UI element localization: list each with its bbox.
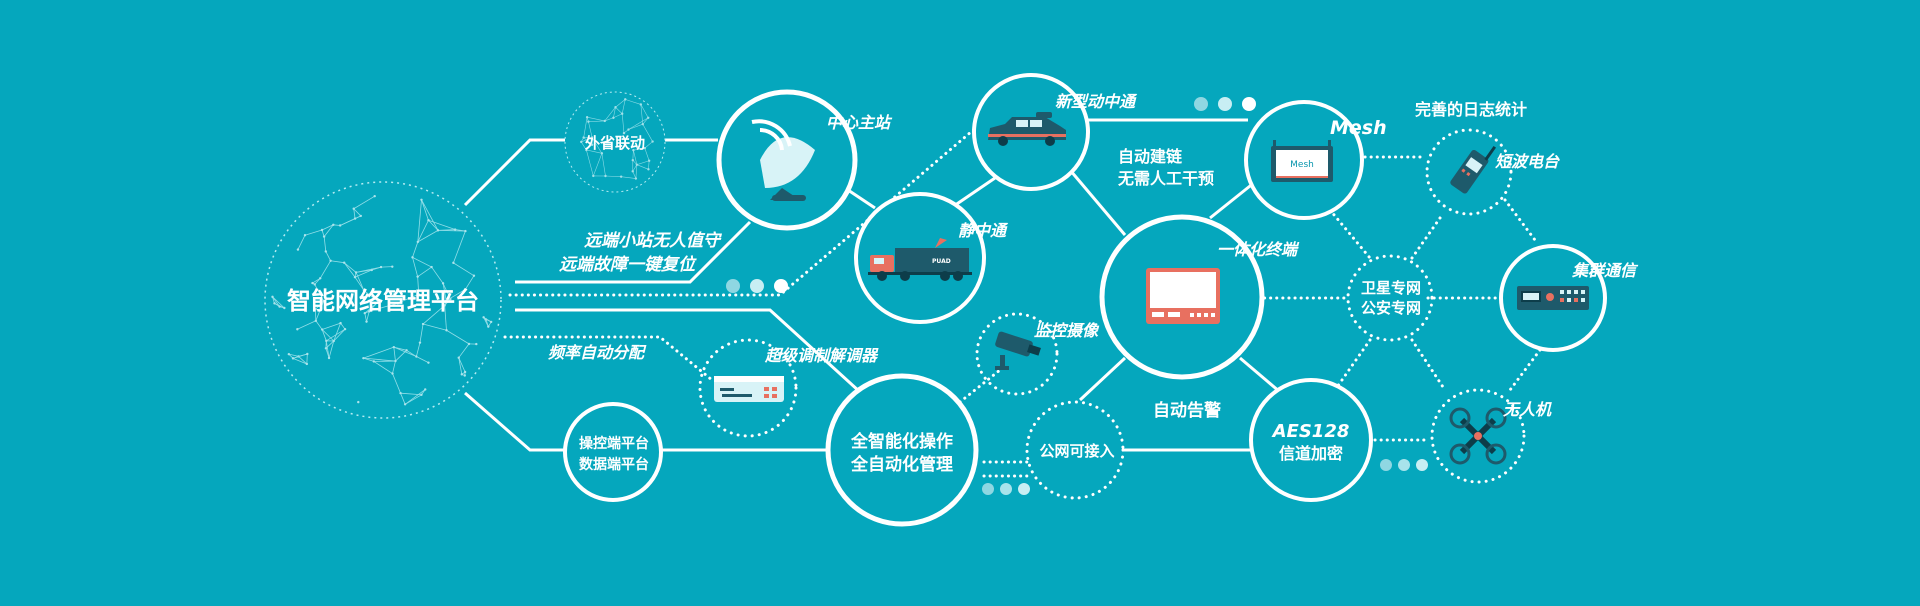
drone-icon bbox=[1451, 409, 1505, 463]
drone-label: 无人机 bbox=[1502, 400, 1552, 419]
mesh-node[interactable]: Mesh Mesh bbox=[1246, 102, 1387, 218]
satcom-static-label: 静中通 bbox=[958, 221, 1009, 240]
line-moving-terminal bbox=[1070, 170, 1125, 235]
camera-label: 监控摄像 bbox=[1034, 321, 1100, 340]
decor-dots-2 bbox=[1194, 97, 1256, 111]
decor-dots-1 bbox=[726, 279, 788, 293]
line-private-drone-dotted bbox=[1412, 340, 1445, 390]
camera-node[interactable]: 监控摄像 bbox=[977, 314, 1100, 394]
note-unattended: 远端小站无人值守 bbox=[584, 231, 723, 251]
control-label-2: 数据端平台 bbox=[579, 456, 649, 473]
satcom-moving-node[interactable]: 新型动中通 bbox=[974, 75, 1138, 189]
control-node[interactable]: 操控端平台 数据端平台 bbox=[565, 404, 661, 500]
terminal-device-icon bbox=[1146, 268, 1220, 324]
trunk-label: 集群通信 bbox=[1571, 261, 1639, 280]
log-stats-label: 完善的日志统计 bbox=[1415, 100, 1527, 119]
full-auto-label-1: 全智能化操作 bbox=[850, 431, 953, 452]
auto-alarm-label: 自动告警 bbox=[1153, 400, 1221, 421]
full-auto-node[interactable]: 全智能化操作 全自动化管理 bbox=[828, 376, 976, 524]
auto-link-text-2: 无需人工干预 bbox=[1117, 169, 1214, 188]
mesh-label: Mesh bbox=[1330, 117, 1387, 139]
line-terminal-aes bbox=[1240, 358, 1280, 392]
line-radio-trunk-dotted bbox=[1505, 200, 1535, 240]
public-net-node[interactable]: 公网可接入 bbox=[1027, 402, 1123, 498]
private-net-label-2: 公安专网 bbox=[1361, 299, 1421, 317]
line-full-camera-dotted bbox=[960, 370, 1000, 402]
radio-label: 短波电台 bbox=[1495, 152, 1560, 171]
trunk-node[interactable]: 集群通信 bbox=[1501, 246, 1639, 350]
mesh-device-icon: Mesh bbox=[1271, 140, 1333, 182]
private-net-node[interactable]: 卫星专网 公安专网 bbox=[1348, 256, 1432, 340]
line-hub-static bbox=[848, 190, 875, 208]
platform-title: 智能网络管理平台 bbox=[287, 287, 479, 315]
satcom-static-node[interactable]: PUAD 静中通 bbox=[856, 194, 1009, 322]
line-mesh-private-dotted bbox=[1330, 210, 1370, 258]
aes-node[interactable]: AES128 信道加密 bbox=[1251, 380, 1371, 500]
terminal-label: 一体化终端 bbox=[1217, 240, 1300, 259]
private-net-label-1: 卫星专网 bbox=[1361, 279, 1421, 297]
line-platform-control bbox=[465, 393, 565, 450]
mesh-screen-text: Mesh bbox=[1290, 160, 1314, 170]
trunk-radio-icon bbox=[1517, 286, 1589, 310]
province-label: 外省联动 bbox=[584, 134, 645, 152]
truck-brand-text: PUAD bbox=[932, 258, 951, 265]
control-label-1: 操控端平台 bbox=[579, 435, 649, 452]
decor-dots-4 bbox=[1380, 459, 1428, 471]
province-globe: 外省联动 bbox=[565, 92, 665, 192]
decor-dots-3 bbox=[982, 483, 1030, 495]
line-private-radio-dotted bbox=[1412, 218, 1440, 258]
line-terminal-full bbox=[1080, 358, 1125, 400]
auto-link-text-1: 自动建链 bbox=[1118, 147, 1183, 166]
public-net-label: 公网可接入 bbox=[1039, 442, 1114, 460]
full-auto-label-2: 全自动化管理 bbox=[850, 454, 953, 475]
satcom-moving-label: 新型动中通 bbox=[1055, 92, 1138, 111]
aes-label-2: 信道加密 bbox=[1279, 444, 1343, 463]
aes-label-1: AES128 bbox=[1271, 421, 1350, 442]
line-private-aes-dotted bbox=[1335, 340, 1370, 390]
walkie-talkie-icon bbox=[1449, 137, 1498, 194]
modem-icon bbox=[714, 376, 784, 402]
line-trunk-drone-dotted bbox=[1510, 350, 1540, 390]
platform-globe: 智能网络管理平台 bbox=[265, 182, 501, 418]
modem-label: 超级调制解调器 bbox=[764, 346, 879, 365]
freq-label: 频率自动分配 bbox=[548, 343, 647, 362]
hub-node[interactable]: 中心主站 bbox=[719, 92, 893, 228]
drone-node[interactable]: 无人机 bbox=[1432, 390, 1552, 482]
line-platform-province bbox=[465, 140, 565, 205]
hub-label: 中心主站 bbox=[826, 113, 893, 132]
radio-node[interactable]: 短波电台 bbox=[1427, 130, 1560, 214]
note-one-key-reset: 远端故障一键复位 bbox=[559, 255, 697, 275]
